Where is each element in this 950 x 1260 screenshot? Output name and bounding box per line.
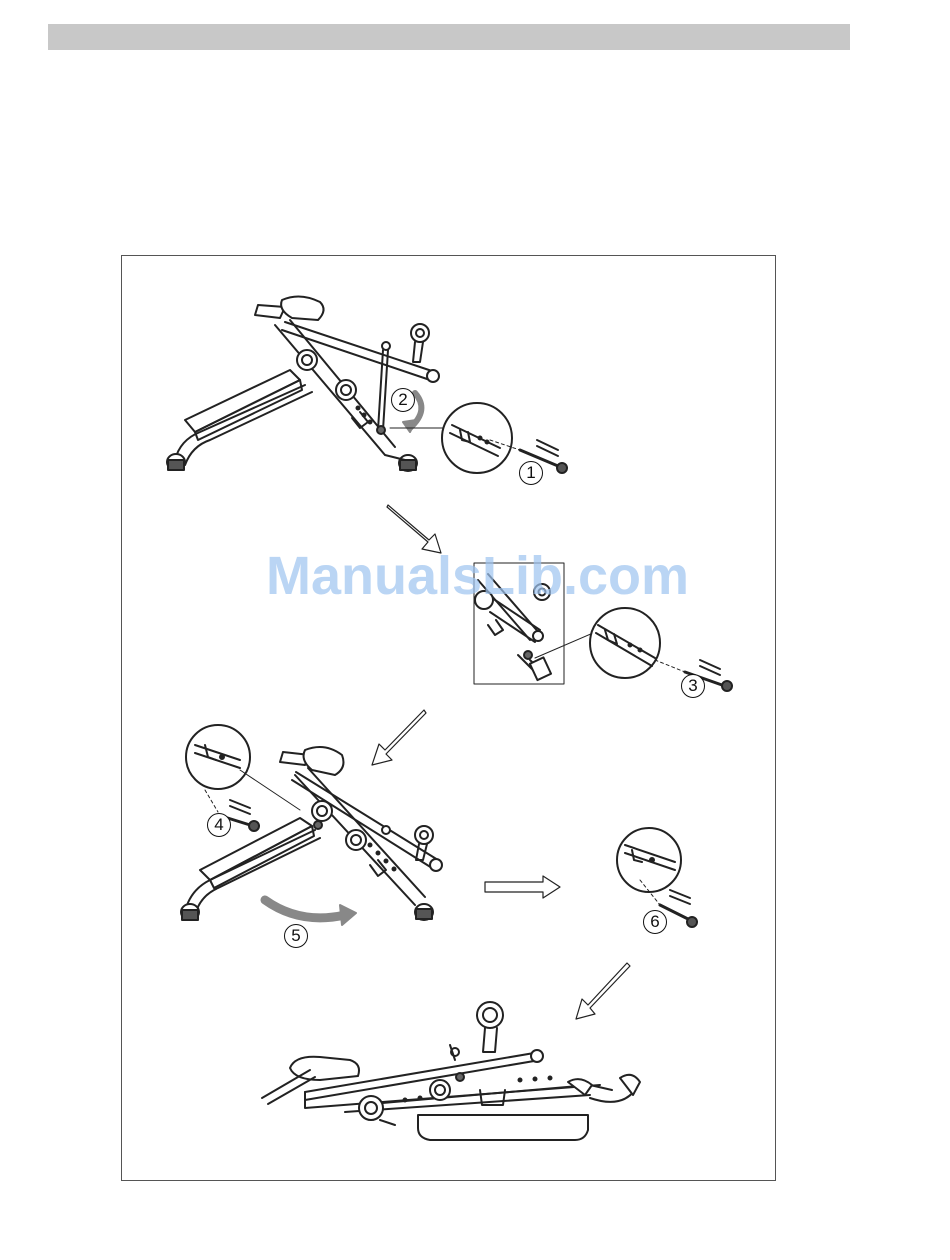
watermark: ManualsLib.com bbox=[266, 545, 689, 607]
step-6-marker: 6 bbox=[643, 910, 667, 934]
step-4-marker: 4 bbox=[207, 813, 231, 837]
step-5-marker: 5 bbox=[284, 924, 308, 948]
step-3-marker: 3 bbox=[681, 674, 705, 698]
step-2-marker: 2 bbox=[391, 388, 415, 412]
step-1-marker: 1 bbox=[519, 461, 543, 485]
bench-figure-1 bbox=[167, 296, 567, 473]
flow-arrow-4 bbox=[576, 963, 630, 1019]
flow-arrow-2 bbox=[372, 710, 426, 765]
flow-arrow-3 bbox=[485, 876, 560, 898]
bench-figure-folded bbox=[262, 1002, 640, 1140]
